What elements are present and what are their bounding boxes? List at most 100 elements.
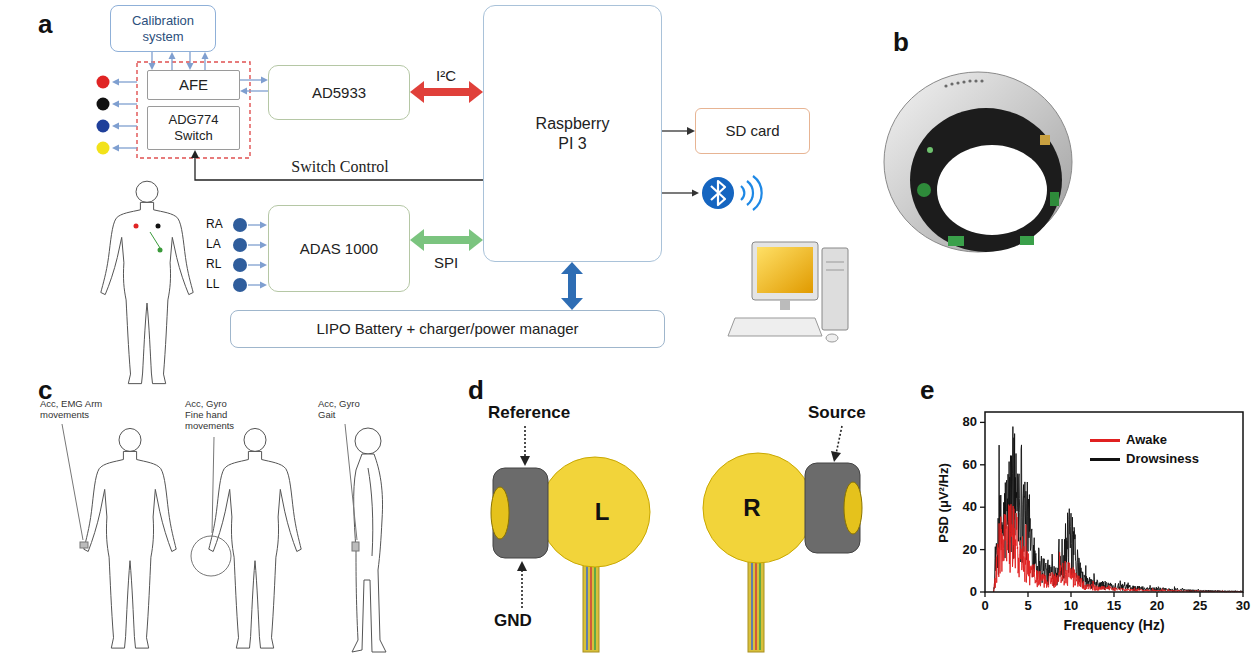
earbud-right <box>703 453 862 652</box>
node-text: ADAS 1000 <box>300 240 378 258</box>
psd-chart-g-line <box>1242 592 1243 597</box>
connector-line <box>195 156 483 180</box>
afe-electrodes-line <box>118 81 137 82</box>
earbud-left-circle <box>540 457 650 567</box>
legend-text: Awake <box>1126 433 1167 448</box>
connector-line <box>421 236 472 244</box>
limb-electrodes-polygon <box>260 282 267 289</box>
arrow-head <box>469 229 483 251</box>
limb-electrodes-circle <box>233 278 247 292</box>
electrode-pointers-line <box>836 426 842 454</box>
side-mark: L <box>595 498 610 526</box>
computer-icon-rect <box>822 248 848 330</box>
pointer-heads <box>517 451 841 571</box>
sensor-leaders-rect <box>352 542 359 551</box>
afe-electrodes-circle <box>97 120 110 133</box>
connector <box>240 88 268 95</box>
earbud-right-rect <box>748 556 764 652</box>
computer-icon <box>728 242 848 342</box>
connector-label: SPI <box>431 255 461 272</box>
psd-chart-g-line <box>980 507 985 508</box>
earbud-left-line <box>594 565 596 650</box>
arrow-head <box>261 77 268 84</box>
node-text: AFE <box>179 76 208 94</box>
smart-ring-ellipse <box>937 145 1047 235</box>
limb-electrodes-polygon <box>260 222 267 229</box>
x-tick: 20 <box>1150 599 1164 614</box>
sensor-note: Acc, EMG Arm movements <box>40 399 104 421</box>
arrow-head <box>687 127 695 135</box>
earbud-left-line <box>586 565 588 650</box>
connector <box>240 77 268 84</box>
psd-chart-g-line <box>1156 592 1157 597</box>
arrow-head <box>149 63 156 70</box>
afe-electrodes-circle <box>97 142 110 155</box>
panel-letter: a <box>38 10 52 40</box>
lead-name: LL <box>206 278 219 292</box>
smart-ring-g-circle <box>974 79 977 82</box>
pointer-heads-polygon <box>831 451 841 462</box>
connector <box>662 127 695 135</box>
computer-icon-rect <box>752 242 818 300</box>
bluetooth-icon-polygon <box>692 190 699 197</box>
psd-spectra <box>994 427 1243 592</box>
ecg-electrode-marks-circle <box>156 224 161 229</box>
smart-ring-g-circle <box>950 82 953 85</box>
arrow-head <box>240 88 247 95</box>
connector-line <box>662 130 689 131</box>
sensor-leaders-rect <box>80 542 88 548</box>
psd-chart <box>980 412 1243 597</box>
x-tick: 0 <box>981 599 988 614</box>
legend-swatch <box>1090 458 1120 461</box>
electrode-pointers <box>522 426 842 608</box>
bluetooth-icon <box>662 176 762 210</box>
node-text: Raspberry PI 3 <box>533 114 613 152</box>
smart-ring-g-circle <box>956 81 959 84</box>
psd-chart-g-line <box>1199 592 1200 597</box>
computer-icon-rect <box>780 300 790 310</box>
calibration-box: Calibration system <box>110 5 216 52</box>
smart-ring-rect <box>948 236 964 246</box>
power-box: LIPO Battery + charger/power manager <box>230 310 665 348</box>
node-text: SD card <box>725 122 779 140</box>
psd-chart-g-line <box>1113 592 1114 597</box>
limb-electrodes-line <box>248 244 261 245</box>
psd-chart-g-line <box>1070 592 1071 597</box>
bluetooth-icon-line <box>662 192 693 193</box>
psd-chart-g-line <box>980 422 985 423</box>
psd-chart-g-line <box>984 592 985 597</box>
limb-electrodes-polygon <box>260 242 267 249</box>
node-text: LIPO Battery + charger/power manager <box>316 320 578 338</box>
smart-ring-rect <box>1040 135 1050 145</box>
arrow-head <box>561 262 583 274</box>
electrode-pointers-line <box>524 426 526 458</box>
bluetooth-icon-path <box>741 186 744 200</box>
lead-name: RA <box>206 218 223 232</box>
y-tick: 20 <box>963 542 977 557</box>
node-text: ADG774 Switch <box>159 112 229 143</box>
connector <box>561 262 583 310</box>
earbud-right-line <box>755 560 757 650</box>
connector <box>410 229 483 251</box>
earbud-left-ellipse <box>491 487 509 539</box>
ecg-electrode-marks-line <box>150 232 160 248</box>
earbud-right-circle <box>703 453 813 563</box>
connector <box>149 52 156 70</box>
ecg-chip-box: ADAS 1000 <box>268 205 410 292</box>
connector <box>191 150 483 180</box>
sensor-leaders-line <box>212 437 214 533</box>
impedance-chip-box: AD5933 <box>268 65 410 120</box>
limb-electrodes-circle <box>233 238 247 252</box>
smart-ring <box>884 72 1072 252</box>
psd-chart-rect <box>985 412 1243 592</box>
x-tick: 15 <box>1107 599 1121 614</box>
smart-ring-ellipse <box>910 108 1062 252</box>
psd-chart-g-line <box>980 591 985 592</box>
limb-electrodes-line <box>248 224 261 225</box>
connector-line <box>204 58 205 70</box>
afe-electrodes-line <box>118 125 137 126</box>
smart-ring-g-circle <box>980 79 983 82</box>
body-side-figure <box>352 428 386 652</box>
x-tick: 10 <box>1064 599 1078 614</box>
